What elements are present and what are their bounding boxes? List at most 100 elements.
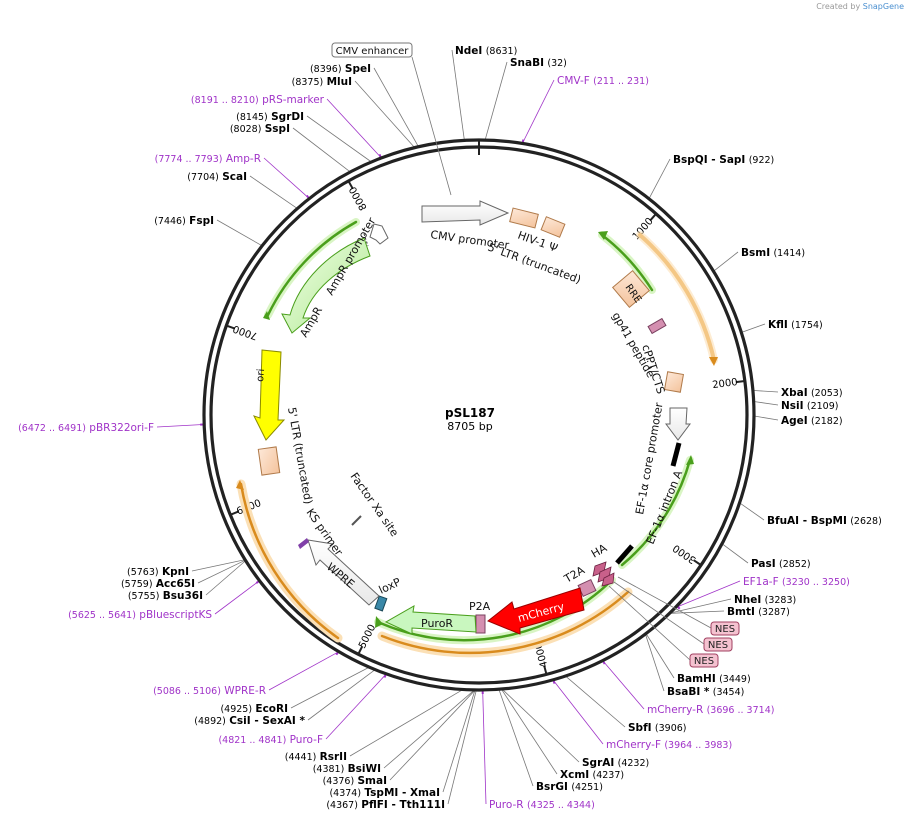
- rre-box: [611, 269, 651, 309]
- orange-arc-bottom-line: [380, 590, 630, 655]
- leader-bfuai: [740, 503, 765, 521]
- leader-rsrii: [349, 690, 462, 757]
- tick-label-2000: 2000: [712, 377, 739, 391]
- site-label-pbr322ori-f: (6472 .. 6491) pBR322ori-F: [18, 422, 154, 434]
- ef1a-core-promoter-arrow: [665, 407, 691, 441]
- leader-fspi: [216, 219, 262, 246]
- ampr-arrow: [281, 237, 371, 334]
- leader-nsii: [754, 401, 779, 406]
- site-label-csii: (4892) CsiI - SexAI *: [194, 715, 305, 727]
- cmv-promoter-arrow: [421, 200, 510, 226]
- leader-pbr322ori-f: [156, 424, 204, 428]
- cmv-enhancer-leader: [411, 56, 452, 196]
- leader-smai: [389, 690, 475, 781]
- site-label-sspi: (8028) SspI: [230, 123, 290, 135]
- tick-label-8000: 8000: [348, 184, 370, 212]
- label-ori: ori: [255, 368, 267, 382]
- leader-amp-r: [263, 157, 309, 199]
- plasmid-name: pSL187: [445, 406, 495, 420]
- leader-sspi: [292, 127, 350, 172]
- p2a-box: [475, 614, 486, 634]
- nes-badges: NES NES NES: [608, 576, 740, 668]
- tick-mark-6000: [229, 510, 240, 516]
- leader-xcmi: [501, 689, 558, 775]
- site-label-cmv-f: CMV-F (211 .. 231): [557, 75, 649, 87]
- hiv-psi-box: [540, 216, 566, 238]
- tick-mark-1000: [649, 213, 657, 222]
- site-label-mcherry-f: mCherry-F (3964 .. 3983): [606, 739, 732, 751]
- ampr-promoter-arrow: [369, 223, 389, 245]
- factor-xa-mark: [351, 515, 362, 526]
- site-label-bfuai: BfuAI - BspMI (2628): [767, 515, 882, 527]
- ori-arrow: [253, 349, 286, 441]
- leader-mcherry-r: [603, 661, 645, 710]
- tick-label-3000: 3000: [671, 542, 698, 565]
- leader-kpni: [191, 559, 245, 572]
- leader-bsu36i: [205, 560, 246, 596]
- green-arc-ampr: [266, 220, 358, 317]
- ef1a-black-segment-2: [615, 544, 634, 565]
- site-label-kfli: KflI (1754): [768, 319, 823, 331]
- leader-bsiwi: [383, 690, 474, 769]
- arc-arrowhead-5: [375, 616, 383, 628]
- site-label-fspi: (7446) FspI: [154, 215, 214, 227]
- plasmid-size: 8705 bp: [447, 420, 492, 433]
- arc-arrowhead-3: [598, 231, 608, 240]
- leader-pasi: [722, 544, 749, 564]
- site-label-bsabi: BsaBI * (3454): [667, 686, 744, 698]
- site-label-nhei: NheI (3283): [734, 594, 796, 606]
- nes-label-1: NES: [715, 624, 735, 635]
- site-label-puro-f: (4821 .. 4841) Puro-F: [218, 734, 323, 746]
- leader-mlui: [354, 80, 415, 148]
- arc-arrowhead-6: [263, 311, 270, 320]
- site-label-bamhi: BamHI (3449): [677, 673, 751, 685]
- cppt-box: [663, 371, 685, 393]
- credit-prefix: Created by: [816, 2, 861, 11]
- site-label-ef1a-f: EF1a-F (3230 .. 3250): [743, 576, 850, 588]
- site-label-rsrii: (4441) RsrII: [285, 751, 347, 763]
- nes-label-2: NES: [708, 640, 728, 651]
- leader-bmti: [670, 610, 725, 614]
- leader-bsabi: [645, 634, 665, 692]
- tick-mark-4000: [543, 665, 548, 675]
- site-label-xcmi: XcmI (4237): [560, 769, 624, 781]
- site-label-ndei: NdeI (8631): [455, 45, 517, 57]
- leader-bsmi: [714, 251, 739, 272]
- leader-sgrdi: [306, 115, 371, 162]
- site-label-bsu36i: (5755) Bsu36I: [128, 590, 203, 602]
- nes-badge-3: [689, 653, 719, 668]
- leader-ef1a-f: [677, 580, 741, 608]
- leader-wpre-r: [268, 651, 339, 691]
- green-arc-right: [600, 233, 654, 292]
- site-label-mcherry-r: mCherry-R (3696 .. 3714): [647, 704, 774, 716]
- wpre-arrow: [307, 539, 380, 606]
- ef1a-black-segment-1: [670, 442, 682, 467]
- site-label-bmti: BmtI (3287): [727, 606, 790, 618]
- leader-mcherry-f: [553, 680, 604, 745]
- site-label-sgrdi: (8145) SgrDI: [236, 111, 304, 123]
- arc-arrowhead-2: [236, 480, 244, 490]
- hiv-ltr-box: [509, 207, 539, 229]
- site-label-mlui: (8375) MluI: [292, 76, 352, 88]
- label-p2a: P2A: [469, 600, 491, 613]
- leader-ecori: [290, 667, 369, 709]
- mcherry-arrow: [487, 587, 585, 635]
- leader-sbfi: [566, 676, 626, 728]
- site-label-scai: (7704) ScaI: [187, 171, 247, 183]
- leader-xbai: [753, 390, 779, 393]
- arc-arrowhead-1: [709, 357, 718, 366]
- ks-primer-mark: [298, 538, 309, 549]
- site-label-smai: (4376) SmaI: [323, 775, 387, 787]
- ltr5-bottom-box: [257, 446, 281, 476]
- gp41-box: [647, 317, 667, 335]
- site-label-sbfi: SbfI (3906): [628, 722, 687, 734]
- snapgene-credit: Created by SnapGene: [816, 2, 904, 11]
- site-label-spei: (8396) SpeI: [310, 63, 371, 75]
- leader-kfli: [742, 323, 766, 333]
- tick-mark-7000: [226, 324, 236, 330]
- site-label-xbai: XbaI (2053): [781, 387, 843, 399]
- site-label-nsii: NsiI (2109): [781, 400, 838, 412]
- leader-pbluescriptks: [214, 580, 259, 615]
- site-label-kpni: (5763) KpnI: [127, 566, 189, 578]
